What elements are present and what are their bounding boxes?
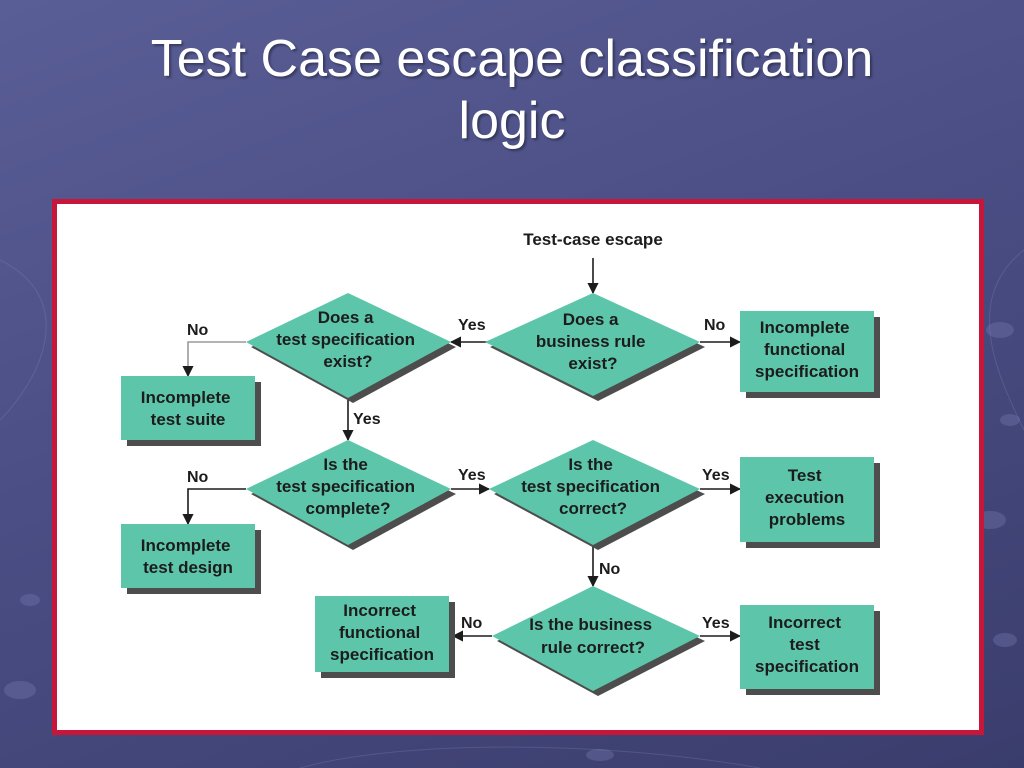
outcome-incomplete-functional-spec-line-1: Incomplete: [760, 318, 850, 337]
outcome-incorrect-test-spec-line-2: test: [790, 635, 821, 654]
slide-title-line-1: Test Case escape classification: [150, 30, 874, 88]
outcome-incomplete-functional-spec: Incomplete functional specification: [740, 311, 880, 398]
outcome-incorrect-test-spec-line-1: Incorrect: [768, 613, 841, 632]
label-ts-complete-no: No: [187, 469, 209, 486]
decision-business-rule-correct-line-2: rule correct?: [541, 638, 645, 657]
edge-ts-complete-no: [182, 488, 246, 526]
label-br-correct-yes: Yes: [702, 615, 730, 632]
decision-test-spec-complete-line-2: test specification: [276, 477, 415, 496]
start-label: Test-case escape: [523, 230, 663, 249]
label-ts-exists-no: No: [187, 322, 209, 339]
decision-business-rule-exists: Does a business rule exist?: [485, 293, 705, 401]
decision-test-spec-correct: Is the test specification correct?: [489, 440, 705, 550]
svg-text:Incorrect functional: Incorrect functional specification: [330, 601, 434, 664]
outcome-incorrect-functional-spec: Incorrect functional specification: [315, 596, 455, 678]
outcome-test-execution-problems: Test execution problems: [740, 457, 880, 548]
outcome-incomplete-test-design-line-1: Incomplete: [141, 536, 231, 555]
label-ts-correct-yes: Yes: [702, 467, 730, 484]
decision-test-spec-correct-line-3: correct?: [559, 499, 627, 518]
svg-text:Incomplete test design: Incomplete test design: [141, 536, 235, 577]
slide-title: Test Case escape classification logic: [40, 28, 984, 152]
decision-test-spec-correct-line-1: Is the: [568, 455, 612, 474]
svg-text:Is the business rule c: Is the business rule correct?: [529, 615, 657, 657]
decision-test-spec-complete-line-1: Is the: [323, 455, 367, 474]
label-ts-exists-yes: Yes: [353, 411, 381, 428]
decision-test-spec-complete: Is the test specification complete?: [246, 440, 456, 550]
edge-ts-exists-no: [182, 341, 246, 378]
outcome-incomplete-test-suite: Incomplete test suite: [121, 376, 261, 446]
flowchart-frame: No Yes No Yes No Yes Yes No No Yes Test-…: [52, 199, 984, 735]
label-br-correct-no: No: [461, 615, 483, 632]
outcome-incomplete-functional-spec-line-2: functional: [764, 340, 845, 359]
outcome-incomplete-test-design-line-2: test design: [143, 558, 233, 577]
outcome-test-execution-problems-line-3: problems: [769, 510, 846, 529]
label-br-exists-yes: Yes: [458, 317, 486, 334]
decision-test-spec-complete-line-3: complete?: [305, 499, 390, 518]
outcome-incorrect-functional-spec-line-3: specification: [330, 645, 434, 664]
decision-business-rule-exists-line-2: business rule: [536, 332, 646, 351]
decision-business-rule-correct: Is the business rule correct?: [492, 586, 705, 696]
decision-test-spec-exists-line-3: exist?: [323, 352, 372, 371]
outcome-incomplete-test-suite-line-2: test suite: [151, 410, 226, 429]
decision-test-spec-exists-line-2: test specification: [276, 330, 415, 349]
svg-text:Does a business rule: Does a business rule exist?: [536, 310, 650, 373]
outcome-incorrect-functional-spec-line-2: functional: [339, 623, 420, 642]
outcome-incomplete-test-design: Incomplete test design: [121, 524, 261, 594]
decision-business-rule-exists-line-1: Does a: [563, 310, 619, 329]
label-ts-complete-yes: Yes: [458, 467, 486, 484]
svg-text:Incorrect test: Incorrect test specification: [755, 613, 859, 676]
svg-text:Incomplete functional: Incomplete functional specification: [755, 318, 859, 381]
svg-text:Incomplete test suite: Incomplete test suite: [141, 388, 235, 429]
decision-test-spec-exists: Does a test specification exist?: [246, 293, 456, 403]
outcome-incorrect-test-spec-line-3: specification: [755, 657, 859, 676]
outcome-incomplete-functional-spec-line-3: specification: [755, 362, 859, 381]
decision-test-spec-exists-line-1: Does a: [318, 308, 374, 327]
slide-title-line-2: logic: [458, 92, 566, 150]
decision-business-rule-correct-line-1: Is the business: [529, 615, 652, 634]
label-ts-correct-no: No: [599, 561, 621, 578]
decision-test-spec-correct-line-2: test specification: [521, 477, 660, 496]
label-br-exists-no: No: [704, 317, 726, 334]
svg-text:Does a test specificat: Does a test specification exist?: [276, 308, 420, 371]
svg-text:Test execution: Test execution problems: [765, 466, 849, 529]
decision-business-rule-exists-line-3: exist?: [568, 354, 617, 373]
outcome-incomplete-test-suite-line-1: Incomplete: [141, 388, 231, 407]
svg-text:Is the test specificat: Is the test specification complete?: [276, 455, 420, 518]
outcome-incorrect-test-spec: Incorrect test specification: [740, 605, 880, 695]
flowchart: No Yes No Yes No Yes Yes No No Yes Test-…: [121, 230, 880, 696]
outcome-test-execution-problems-line-2: execution: [765, 488, 844, 507]
outcome-incorrect-functional-spec-line-1: Incorrect: [343, 601, 416, 620]
outcome-test-execution-problems-line-1: Test: [788, 466, 822, 485]
svg-text:Is the test specificat: Is the test specification correct?: [521, 455, 665, 518]
